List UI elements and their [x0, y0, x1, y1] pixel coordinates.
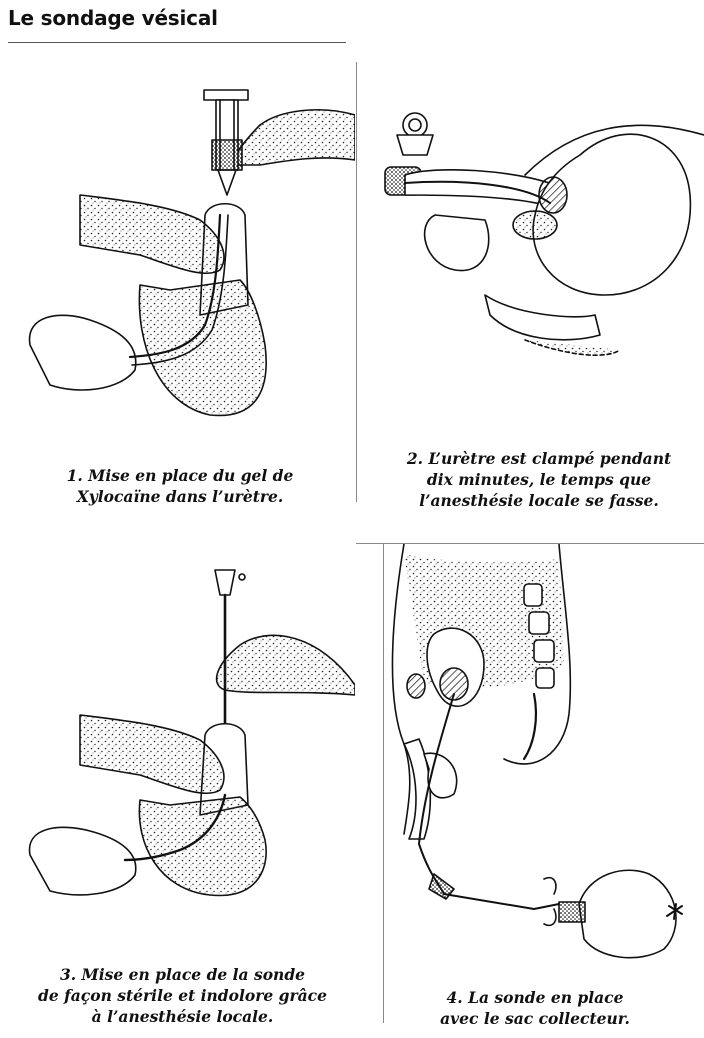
- figure-4-illustration: [384, 544, 704, 964]
- page-title: Le sondage vésical: [8, 6, 218, 30]
- figure-2-caption-line-3: l’anesthésie locale se fasse.: [419, 491, 659, 510]
- divider-horizontal: [356, 543, 704, 544]
- figure-3-caption-line-1: 3. Mise en place de la sonde: [59, 965, 306, 984]
- figure-1-caption: 1. Mise en place du gel de Xylocaïne dan…: [20, 465, 340, 507]
- hand-lower: [79, 714, 225, 795]
- title-rule: [8, 42, 346, 43]
- catheter-connector-icon: [214, 569, 246, 596]
- syringe-icon: [203, 89, 249, 196]
- figure-1-caption-line-2: Xylocaïne dans l’urètre.: [76, 487, 284, 506]
- figure-2-caption-line-2: dix minutes, le temps que: [426, 470, 652, 489]
- divider-vertical-top: [356, 62, 357, 502]
- figure-2-illustration: [375, 95, 704, 395]
- rectum: [484, 294, 601, 341]
- prostate: [512, 210, 558, 240]
- figure-2-caption-line-1: 2. L’urètre est clampé pendant: [406, 449, 672, 468]
- hand-upper: [215, 634, 355, 696]
- divider-vertical-bottom: [383, 543, 384, 1023]
- penis: [404, 169, 556, 206]
- figure-4-caption-line-1: 4. La sonde en place: [446, 988, 624, 1007]
- body-outline: [391, 544, 411, 835]
- figure-2-caption: 2. L’urètre est clampé pendant dix minut…: [380, 448, 698, 511]
- scrotum: [423, 214, 490, 272]
- catheter: [418, 693, 560, 910]
- figure-4-caption: 4. La sonde en place avec le sac collect…: [385, 987, 685, 1029]
- figure-3-caption-line-3: à l’anesthésie locale.: [91, 1007, 274, 1026]
- hand-upper: [229, 109, 355, 166]
- scrotum: [138, 796, 267, 897]
- bladder: [532, 133, 692, 296]
- figure-4-caption-line-2: avec le sac collecteur.: [440, 1009, 630, 1028]
- thigh: [28, 314, 137, 391]
- urethra: [128, 213, 222, 359]
- hand-lower: [79, 194, 225, 275]
- figure-3-caption: 3. Mise en place de la sonde de façon st…: [10, 964, 355, 1027]
- scrotum: [138, 279, 267, 417]
- collection-bag-icon: [543, 869, 683, 959]
- figure-3-caption-line-2: de façon stérile et indolore grâce: [38, 986, 327, 1005]
- figure-3-illustration: [20, 565, 355, 905]
- thigh: [28, 826, 137, 896]
- figure-1-illustration: [20, 85, 355, 425]
- scrotum: [423, 752, 458, 799]
- figure-1-caption-line-1: 1. Mise en place du gel de: [66, 466, 294, 485]
- catheter-connector-icon: [428, 873, 455, 900]
- spine-icon: [522, 583, 555, 761]
